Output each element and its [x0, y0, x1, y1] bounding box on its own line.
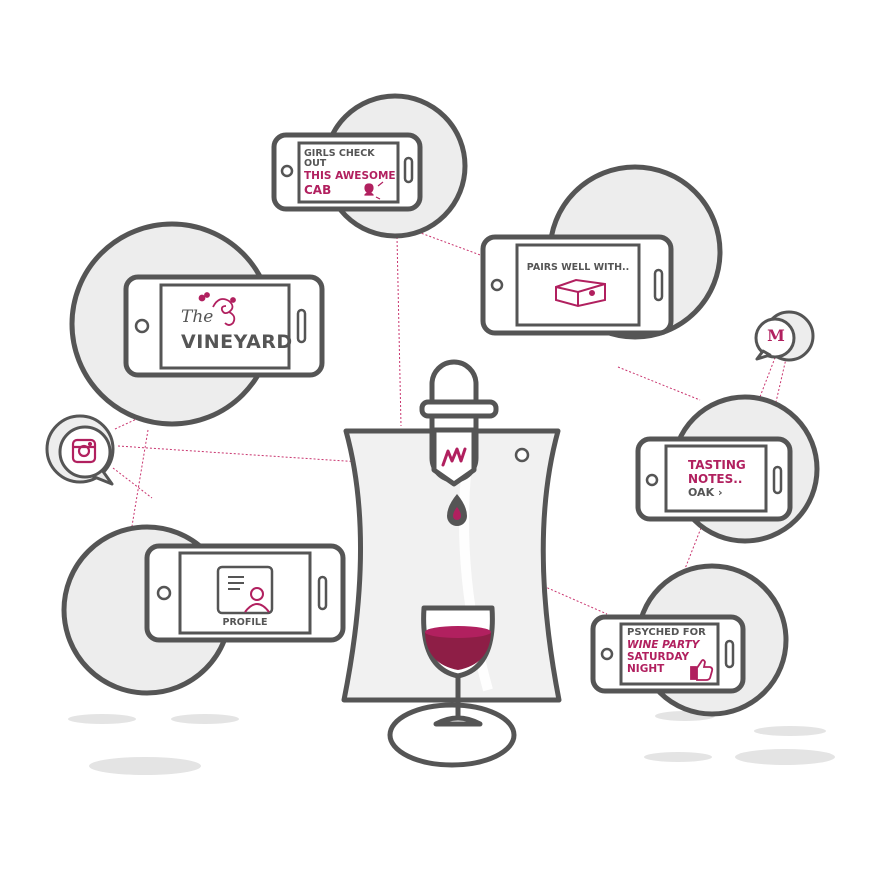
vineyard-name: VINEYARD	[181, 333, 293, 353]
tasting-notes-text: TASTING NOTES.. OAK ›	[688, 459, 764, 499]
party-line-3: SATURDAY	[627, 652, 717, 663]
bubble-instagram	[47, 416, 113, 484]
m-icon: M	[766, 328, 786, 345]
vineyard-the: The	[181, 309, 213, 327]
chevron-right-icon: ›	[718, 486, 723, 499]
snapchat-line-2: THIS AWESOME	[304, 171, 396, 182]
tasting-line-2: NOTES..	[688, 473, 764, 486]
party-line-1: PSYCHED FOR	[627, 628, 717, 639]
snapchat-line-3: CAB	[304, 184, 396, 197]
decanter	[344, 362, 559, 765]
phone-vineyard	[126, 277, 322, 375]
profile-card-icon	[218, 567, 272, 613]
pairs-text: PAIRS WELL WITH..	[520, 263, 636, 273]
phone-pairs	[483, 237, 671, 333]
tasting-line-1: TASTING	[688, 459, 764, 472]
tasting-oak-row: OAK ›	[688, 487, 764, 499]
party-line-4: NIGHT	[627, 664, 717, 675]
party-line-2: WINE PARTY	[627, 640, 717, 651]
tasting-line-3: OAK	[688, 486, 714, 499]
snapchat-line-1: GIRLS CHECK OUT	[304, 149, 396, 169]
profile-label: PROFILE	[212, 618, 278, 628]
snapchat-post-text: GIRLS CHECK OUT THIS AWESOME CAB	[304, 149, 396, 197]
party-post-text: PSYCHED FOR WINE PARTY SATURDAY NIGHT	[627, 628, 717, 675]
